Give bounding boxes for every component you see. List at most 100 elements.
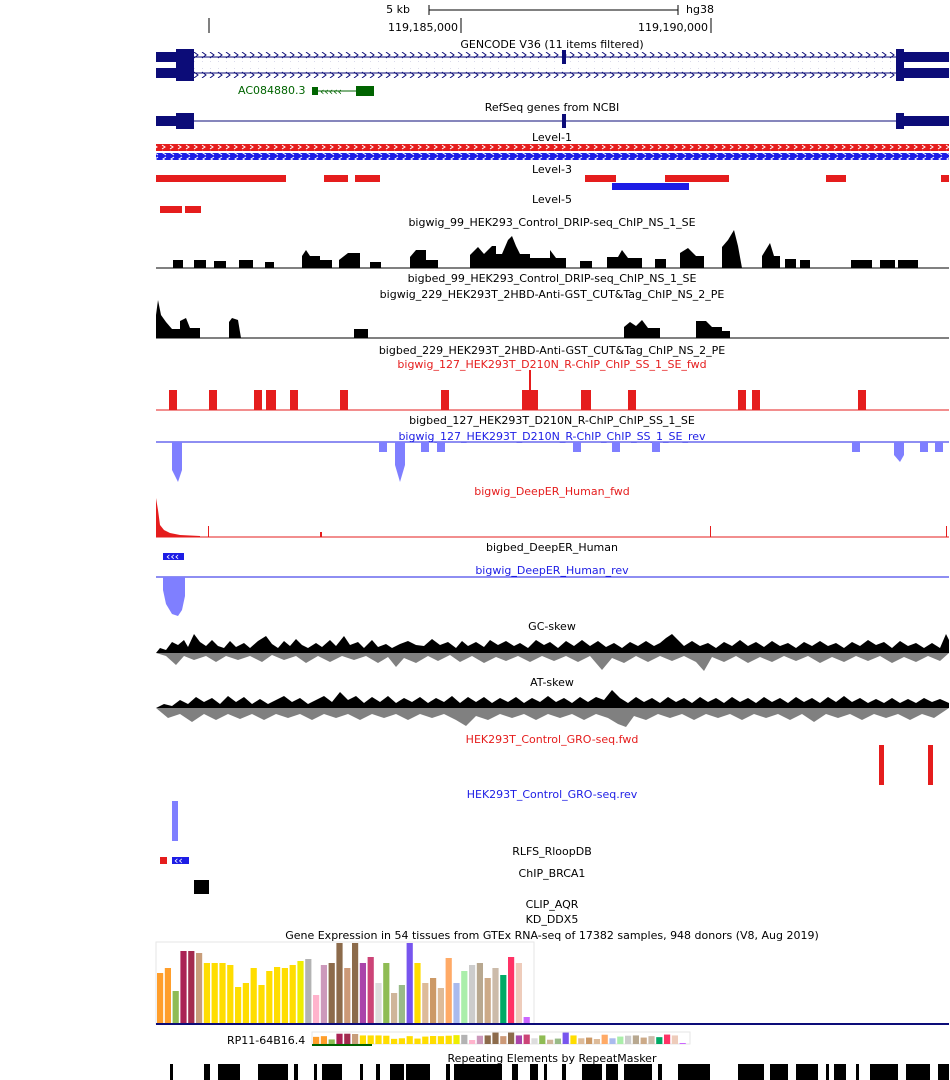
gtex-tissue-bar[interactable] (508, 957, 515, 1023)
gtex-mini-bar (313, 1036, 320, 1044)
gtex-tissue-bar[interactable] (180, 951, 187, 1023)
gencode-transcript-2[interactable] (156, 65, 949, 81)
level-5-features[interactable] (160, 206, 201, 213)
chip-brca1-feature[interactable] (194, 880, 209, 894)
gtex-tissue-bar[interactable] (211, 963, 218, 1023)
gtex-tissue-bar[interactable] (188, 951, 195, 1023)
gtex-tissue-bar[interactable] (352, 943, 359, 1023)
gtex-gene-label[interactable]: RP11-64B16.4 (227, 1034, 305, 1047)
gtex-mini-bar (648, 1036, 655, 1044)
gtex-mini-bar (593, 1039, 600, 1044)
repeatmasker-features[interactable] (170, 1064, 949, 1080)
track-title-repeatmasker: Repeating Elements by RepeatMasker (448, 1052, 657, 1065)
gtex-tissue-bar[interactable] (500, 975, 507, 1023)
gtex-tissue-bar[interactable] (422, 983, 429, 1023)
gtex-tissue-bar[interactable] (258, 985, 265, 1023)
gtex-tissue-bar[interactable] (305, 959, 312, 1023)
gtex-mini-bar (531, 1038, 538, 1044)
gtex-tissue-bar[interactable] (367, 957, 374, 1023)
gtex-tissue-bar[interactable] (157, 973, 164, 1023)
gtex-tissue-bar[interactable] (437, 988, 444, 1023)
track-title-bigwig-99: bigwig_99_HEK293_Control_DRIP-seq_ChIP_N… (408, 216, 695, 229)
gtex-tissue-bar[interactable] (235, 987, 242, 1023)
gtex-mini-bar (500, 1036, 507, 1044)
rlfs-features[interactable]: ‹‹ (160, 854, 189, 867)
level-3-features[interactable] (156, 175, 949, 190)
gtex-tissue-bar[interactable] (203, 963, 210, 1023)
refseq-gene[interactable] (156, 113, 949, 129)
bigwig-99-signal[interactable] (156, 230, 949, 269)
gtex-tissue-bar[interactable] (406, 943, 413, 1023)
track-title-deeper-rev: bigwig_DeepER_Human_rev (475, 564, 629, 577)
gtex-tissue-bar[interactable] (274, 967, 281, 1023)
gtex-tissue-bar[interactable] (430, 978, 437, 1023)
gtex-tissue-bar[interactable] (383, 963, 390, 1023)
deeper-bigbed-feature[interactable]: ‹‹‹ (163, 550, 184, 563)
gtex-tissue-bar[interactable] (515, 963, 522, 1023)
gtex-tissue-bar[interactable] (398, 985, 405, 1023)
bigwig-229-signal[interactable] (156, 300, 949, 339)
svg-text:‹‹: ‹‹ (174, 854, 183, 867)
gtex-tissue-bar[interactable] (320, 965, 327, 1023)
bigwig-127-fwd-signal[interactable] (156, 370, 949, 411)
track-title-bigwig-127-rev: bigwig_127_HEK293T_D210N_R-ChIP_ChIP_SS_… (398, 430, 706, 443)
gtex-tissue-bar[interactable] (469, 965, 476, 1023)
gtex-tissue-bar[interactable] (281, 968, 288, 1023)
at-skew-signal[interactable] (156, 690, 949, 727)
gtex-tissue-bar[interactable] (391, 993, 398, 1023)
gc-skew-signal[interactable] (156, 634, 949, 671)
gtex-tissue-bar[interactable] (523, 1017, 530, 1023)
gtex-tissue-bar[interactable] (297, 961, 304, 1023)
track-title-deeper-fwd: bigwig_DeepER_Human_fwd (474, 485, 629, 498)
gtex-tissue-bar[interactable] (313, 995, 320, 1023)
gtex-tissue-bar[interactable] (227, 965, 234, 1023)
gtex-tissue-bar[interactable] (219, 963, 226, 1023)
gtex-mini-bar (461, 1034, 468, 1044)
level-1-features[interactable] (156, 144, 949, 160)
gtex-tissue-bar[interactable] (484, 978, 491, 1023)
track-title-kd-ddx5: KD_DDX5 (526, 913, 579, 926)
gtex-tissue-bar[interactable] (196, 953, 203, 1023)
gtex-tissue-bar[interactable] (414, 963, 421, 1023)
gtex-tissue-bar[interactable] (476, 963, 483, 1023)
gtex-mini-bar (679, 1043, 686, 1044)
gtex-tissue-bar[interactable] (164, 968, 171, 1023)
deeper-rev-signal[interactable] (156, 576, 949, 616)
gtex-tissue-bar[interactable] (344, 968, 351, 1023)
gtex-tissue-bar[interactable] (289, 965, 296, 1023)
gtex-mini-bar (398, 1038, 405, 1044)
gtex-tissue-bar[interactable] (461, 971, 468, 1023)
gtex-tissue-bar[interactable] (375, 983, 382, 1023)
gtex-tissue-bar[interactable] (453, 983, 460, 1023)
gtex-tissue-bar[interactable] (328, 963, 335, 1023)
gtex-mini-bar (328, 1039, 335, 1044)
gene-ac084880[interactable]: AC084880.3 ‹‹‹‹‹ (238, 84, 374, 98)
track-title-level-1: Level-1 (532, 131, 572, 144)
gtex-tissue-bar[interactable] (336, 943, 343, 1023)
deeper-fwd-signal[interactable] (156, 498, 949, 538)
gene-label[interactable]: AC084880.3 (238, 84, 306, 97)
gtex-mini-bar (554, 1038, 561, 1044)
track-title-bigwig-229: bigwig_229_HEK293T_2HBD-Anti-GST_CUT&Tag… (380, 288, 725, 301)
gro-rev-signal[interactable] (172, 801, 178, 841)
gtex-tissue-bar[interactable] (492, 968, 499, 1023)
gtex-mini-bar (640, 1037, 647, 1044)
gro-fwd-signal[interactable] (879, 745, 933, 785)
gtex-mini-bars[interactable] (311, 1031, 691, 1046)
gtex-mini-bar (632, 1035, 639, 1044)
gtex-tissue-bar[interactable] (242, 983, 249, 1023)
gtex-tissue-bar[interactable] (266, 971, 273, 1023)
bigwig-127-rev-signal[interactable] (156, 441, 949, 482)
gtex-bars[interactable] (157, 943, 530, 1023)
gtex-mini-bar (484, 1035, 491, 1044)
assembly-label: hg38 (686, 3, 714, 16)
gtex-tissue-bar[interactable] (445, 958, 452, 1023)
gencode-transcript-1[interactable] (156, 49, 949, 65)
gtex-tissue-bar[interactable] (359, 963, 366, 1023)
gtex-tissue-bar[interactable] (250, 968, 257, 1023)
gtex-mini-bar (359, 1035, 366, 1044)
gtex-expression-chart[interactable] (155, 941, 949, 1025)
gtex-mini-bar (671, 1035, 678, 1044)
gtex-tissue-bar[interactable] (172, 991, 179, 1023)
